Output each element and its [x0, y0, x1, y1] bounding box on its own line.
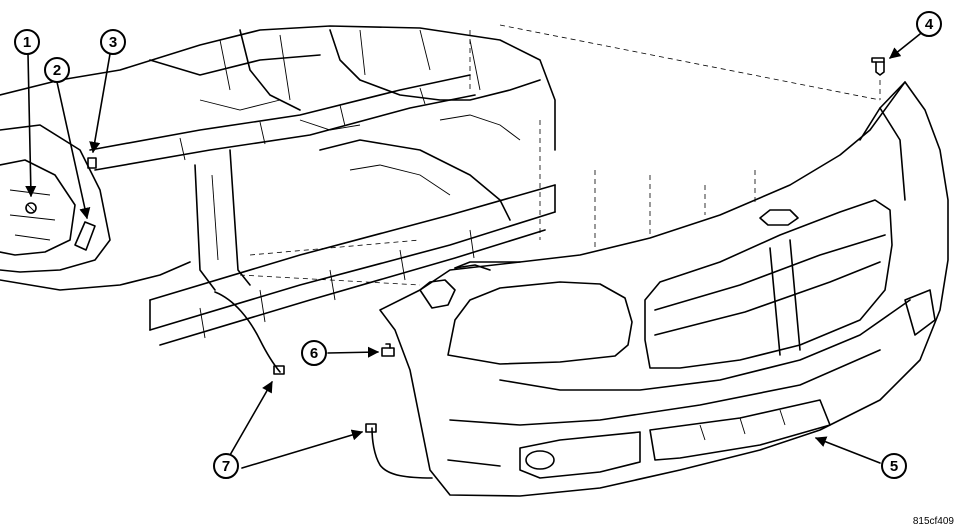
fastener-4-pushpin — [871, 57, 885, 76]
callout-3: 3 — [100, 29, 126, 55]
callout-1-label: 1 — [23, 34, 31, 51]
callout-1: 1 — [14, 29, 40, 55]
callout-4: 4 — [916, 11, 942, 37]
callout-6: 6 — [301, 340, 327, 366]
callout-2-label: 2 — [53, 62, 61, 79]
leader-lines — [25, 33, 921, 469]
callout-5: 5 — [881, 453, 907, 479]
callout-7-label: 7 — [222, 458, 230, 475]
figure-id: 815cf409 — [912, 516, 954, 527]
callout-4-label: 4 — [925, 16, 934, 33]
callout-6-label: 6 — [310, 345, 318, 362]
fastener-6-screw — [381, 343, 395, 357]
callout-5-label: 5 — [890, 458, 898, 475]
callout-7: 7 — [213, 453, 239, 479]
fastener-2-bracket — [74, 221, 96, 251]
front-bumper-fascia — [365, 81, 949, 497]
fastener-3 — [87, 157, 97, 169]
callout-2: 2 — [44, 57, 70, 83]
alignment-lines — [239, 24, 881, 286]
callout-3-label: 3 — [109, 34, 117, 51]
fastener-1 — [25, 202, 37, 214]
vehicle-front-structure — [0, 25, 556, 375]
